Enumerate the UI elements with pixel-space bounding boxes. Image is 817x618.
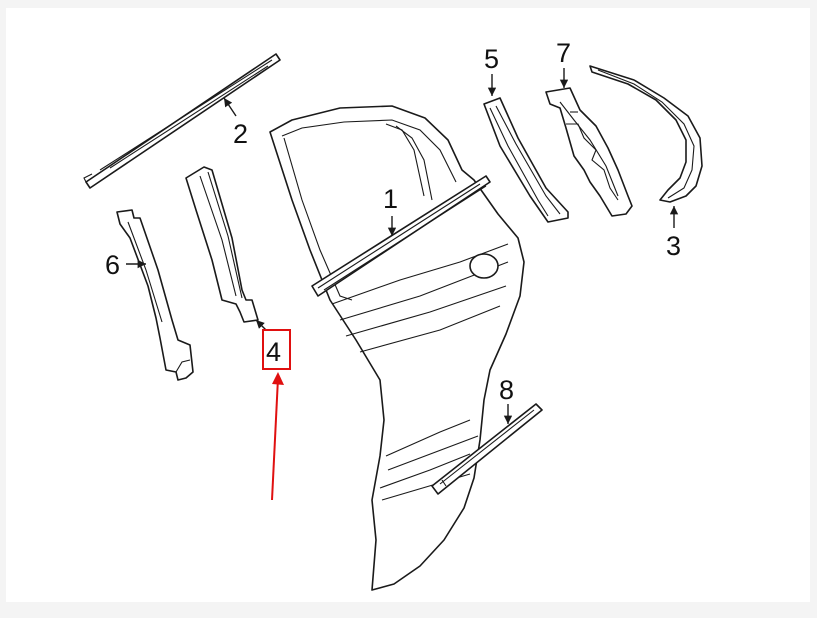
callout-labels: 1 2 3 4 5 6 7 8	[105, 38, 681, 405]
callout-6: 6	[105, 250, 120, 280]
callout-3: 3	[666, 231, 681, 261]
highlight-box	[262, 329, 291, 370]
callout-2: 2	[233, 119, 248, 149]
parts-diagram: 1 2 3 4 5 6 7 8	[83, 38, 703, 591]
leader-lines	[126, 68, 679, 424]
highlight-arrowhead	[272, 372, 284, 385]
diagram-canvas: 1 2 3 4 5 6 7 8	[6, 8, 810, 602]
part-1-weatherstrip	[311, 175, 491, 297]
callout-5: 5	[484, 44, 499, 74]
callout-1: 1	[383, 184, 398, 214]
highlight-annotation	[262, 329, 291, 501]
callout-7: 7	[556, 38, 571, 68]
part-6-trim	[116, 209, 194, 381]
leader-2	[223, 97, 237, 117]
part-7-bracket	[545, 87, 633, 217]
part-3-curved-molding	[589, 65, 703, 203]
part-4-channel	[185, 166, 259, 323]
leader-4	[255, 319, 267, 331]
part-2-belt-molding	[83, 53, 281, 189]
highlight-arrow	[271, 377, 279, 501]
part-5-post-molding	[483, 97, 569, 223]
part-8-lower-molding	[431, 403, 543, 495]
callout-8: 8	[499, 375, 514, 405]
callout-4: 4	[266, 337, 281, 367]
